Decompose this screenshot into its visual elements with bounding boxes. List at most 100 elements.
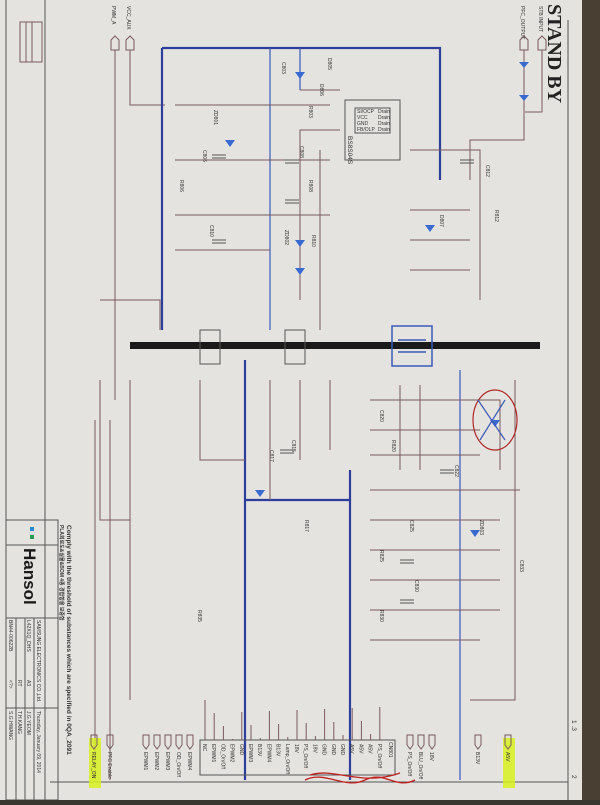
cross-mark [477,399,506,441]
sheet-heading: STAND BY [543,4,565,104]
component-label: C806 [201,150,207,162]
connector-port-icon [164,734,172,750]
diode-icon [470,530,480,537]
connector-label: STB INPUT [537,6,543,32]
cn801-pin-label: EPWM2 [229,744,235,763]
cn801-pin-label: A5V [357,744,363,754]
component-label: ZD802 [283,230,289,245]
optocoupler [199,329,221,365]
connector-label: EPWM4 [186,752,192,771]
optocouplers [199,329,306,365]
connector-stb-input: STB INPUT [525,6,547,113]
component-label: R825 [378,550,384,562]
wire [129,50,165,106]
connector-port-icon [519,35,529,51]
wires [94,420,111,780]
highlighter-mark [503,738,515,788]
connector-label: RELAY_ON [90,752,96,779]
red-ink-circle [472,389,518,451]
connector-port-icon [106,734,114,750]
connector-label: B13V [474,752,480,765]
cn801-pin-label: A5V [367,744,373,754]
connector-pwm-a: PWM_A [110,6,120,400]
connector-port-icon [428,734,436,750]
optocoupler [284,329,306,365]
diode-icon [295,240,305,247]
wires [370,489,520,641]
connector-port-icon [186,734,194,750]
component-label: C820 [378,410,384,422]
capacitor-icon [400,559,414,564]
hansol-logo: Hansol [20,548,39,605]
cn801-pin-label: EPWM4 [265,744,271,763]
component-label: D805 [326,58,332,70]
component-label: C812 [484,165,490,177]
ic-pin-label: Drain [378,127,390,133]
connector-port-icon [474,734,482,750]
cn801-pin-label: EPWM1 [210,744,216,763]
primary-bus [162,46,442,180]
transformer-body [391,325,433,367]
connector-port-icon [142,734,150,750]
connector-label: PS_On/Off [406,752,412,777]
sheet-code: <?> [7,680,13,689]
title-block: Hansol PLA회로도&실물&BOM 4종 경합함을 보증함 Comply … [5,519,72,801]
connector-port-icon [417,734,425,750]
cn801-pin-label: 18V [311,744,317,754]
cn801-pin-label: 18V [293,744,299,754]
connector-port-icon [504,734,512,750]
cn801-pin-label: OD_On/Off [219,744,225,770]
connector-port-icon [537,35,547,51]
revision: RT [16,680,22,687]
ic-pin-label: Drain [378,121,390,127]
ic-outline [344,99,401,161]
ic-pin-label: GND [357,121,369,127]
connector-label: 18V [428,752,434,762]
connector-label: A5V [504,752,510,762]
component-label: C830 [413,580,419,592]
component-label: ZD803 [478,520,484,535]
highlighter-mark [89,738,101,788]
company-name: SAMSUNG ELECTRONICS CO.,Ltd. [35,620,41,702]
capacitor-icon [212,239,226,244]
component-label: D806 [318,84,324,96]
capacitor-icon [285,159,299,164]
component-label: R803 [307,106,313,118]
cn801-pin-label: Lamp_On/Off [284,744,290,775]
connector-port-icon [153,734,161,750]
diode-icon [295,268,305,275]
diode-icon [225,140,235,147]
model-name: L42X1Q_DHS [25,620,31,652]
connector-label: PFC Enable [106,752,112,779]
component-label: R817 [303,520,309,532]
connector-label: EPWM2 [153,752,159,771]
component-label: C803 [280,62,286,74]
component-label: C817 [268,450,274,462]
component-label: C833 [518,560,524,572]
connector-label: PWM_A [110,6,116,25]
isolation-barrier [130,342,540,349]
wires [370,385,501,470]
component-label: C815 [290,440,296,452]
connector-vcc-aux: VCC_AUX [125,6,165,106]
component-label: R830 [378,610,384,622]
designer-name: J.G.YEOM [25,711,31,735]
cn801-pin-label: GND [321,744,327,756]
component-label: C822 [453,465,459,477]
red-ink-scribble [304,772,416,784]
capacitor-icon [285,199,299,204]
cn801-pin-label: A5V [348,744,354,754]
wires [470,380,516,701]
connector-port-icon [125,35,135,51]
connector-port-icon [90,734,98,750]
component-labels: D805 D806 C803 R803 ZD801 C806 R806 C808… [178,58,524,622]
component-label: D807 [438,215,444,227]
ic-pin-label: FB/OLP [357,127,375,133]
ic-pin-label: Drain [378,109,390,115]
connector-label: EPWM1 [142,752,148,771]
component-label: C808 [298,146,304,158]
